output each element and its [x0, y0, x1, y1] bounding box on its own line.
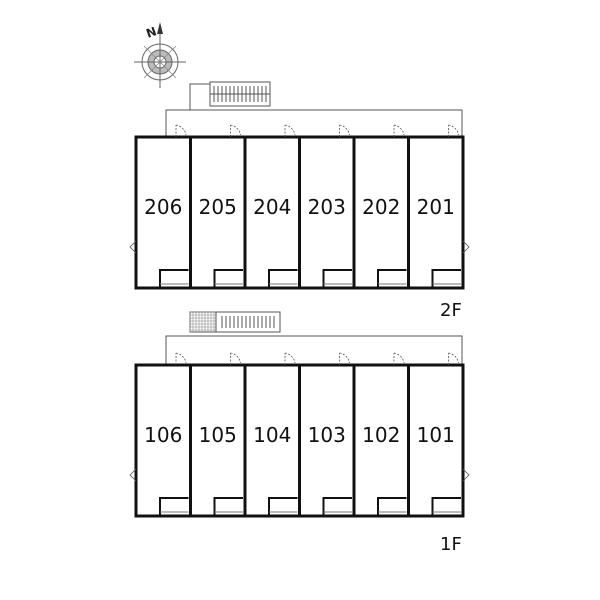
door-swing-icon	[175, 124, 187, 137]
door-swing-icon	[393, 352, 405, 365]
unit-number: 104	[253, 423, 291, 447]
balcony-wall	[431, 269, 461, 288]
unit-102[interactable]: 102	[352, 352, 410, 518]
unit-number: 103	[308, 423, 346, 447]
unit-206[interactable]: 206	[134, 124, 192, 290]
unit-104[interactable]: 104	[243, 352, 301, 518]
unit-number: 106	[144, 423, 182, 447]
balcony-wall	[268, 497, 298, 516]
stairs-icon	[189, 81, 271, 108]
door-swing-icon	[393, 124, 405, 137]
unit-203[interactable]: 203	[298, 124, 356, 290]
corridor-2f	[165, 84, 463, 136]
door-swing-icon	[339, 352, 350, 365]
floor-label-2f: 2F	[440, 300, 462, 321]
floor-label-1f: 1F	[440, 534, 462, 555]
unit-number: 102	[362, 423, 400, 447]
door-swing-icon	[284, 352, 296, 365]
balcony-wall	[213, 497, 243, 516]
compass-rose-icon: N	[134, 22, 186, 88]
door-swing-icon	[230, 352, 241, 365]
unit-number: 202	[362, 195, 400, 219]
door-swing-icon	[284, 124, 296, 137]
side-door-icon	[129, 468, 137, 482]
unit-number: 105	[199, 423, 237, 447]
unit-105[interactable]: 105	[189, 352, 247, 518]
unit-number: 204	[253, 195, 291, 219]
balcony-wall	[377, 497, 407, 516]
balcony-wall	[159, 269, 189, 288]
unit-205[interactable]: 205	[189, 124, 247, 290]
unit-number: 201	[417, 195, 455, 219]
balcony-wall	[322, 269, 352, 288]
side-door-icon	[462, 240, 470, 254]
unit-number: 203	[308, 195, 346, 219]
door-swing-icon	[230, 124, 241, 137]
unit-202[interactable]: 202	[352, 124, 410, 290]
unit-101[interactable]: 101	[407, 352, 465, 518]
balcony-wall	[431, 497, 461, 516]
side-door-icon	[462, 468, 470, 482]
corridor-1f	[165, 335, 463, 364]
unit-106[interactable]: 106	[134, 352, 192, 518]
side-door-icon	[129, 240, 137, 254]
door-swing-icon	[448, 352, 459, 365]
unit-number: 205	[199, 195, 237, 219]
door-swing-icon	[448, 124, 459, 137]
balcony-wall	[377, 269, 407, 288]
unit-204[interactable]: 204	[243, 124, 301, 290]
unit-number: 101	[417, 423, 455, 447]
balcony-wall	[268, 269, 298, 288]
balcony-wall	[159, 497, 189, 516]
balcony-wall	[322, 497, 352, 516]
unit-201[interactable]: 201	[407, 124, 465, 290]
floor-2f: 206 205 204 203 202 201 2F	[129, 81, 470, 321]
floor-1f: 106 105 104 103 102 101 1F	[129, 311, 470, 555]
door-swing-icon	[175, 352, 187, 365]
unit-number: 206	[144, 195, 182, 219]
unit-103[interactable]: 103	[298, 352, 356, 518]
stairs-icon	[189, 311, 281, 333]
door-swing-icon	[339, 124, 350, 137]
compass-north-label: N	[144, 24, 158, 41]
balcony-wall	[213, 269, 243, 288]
